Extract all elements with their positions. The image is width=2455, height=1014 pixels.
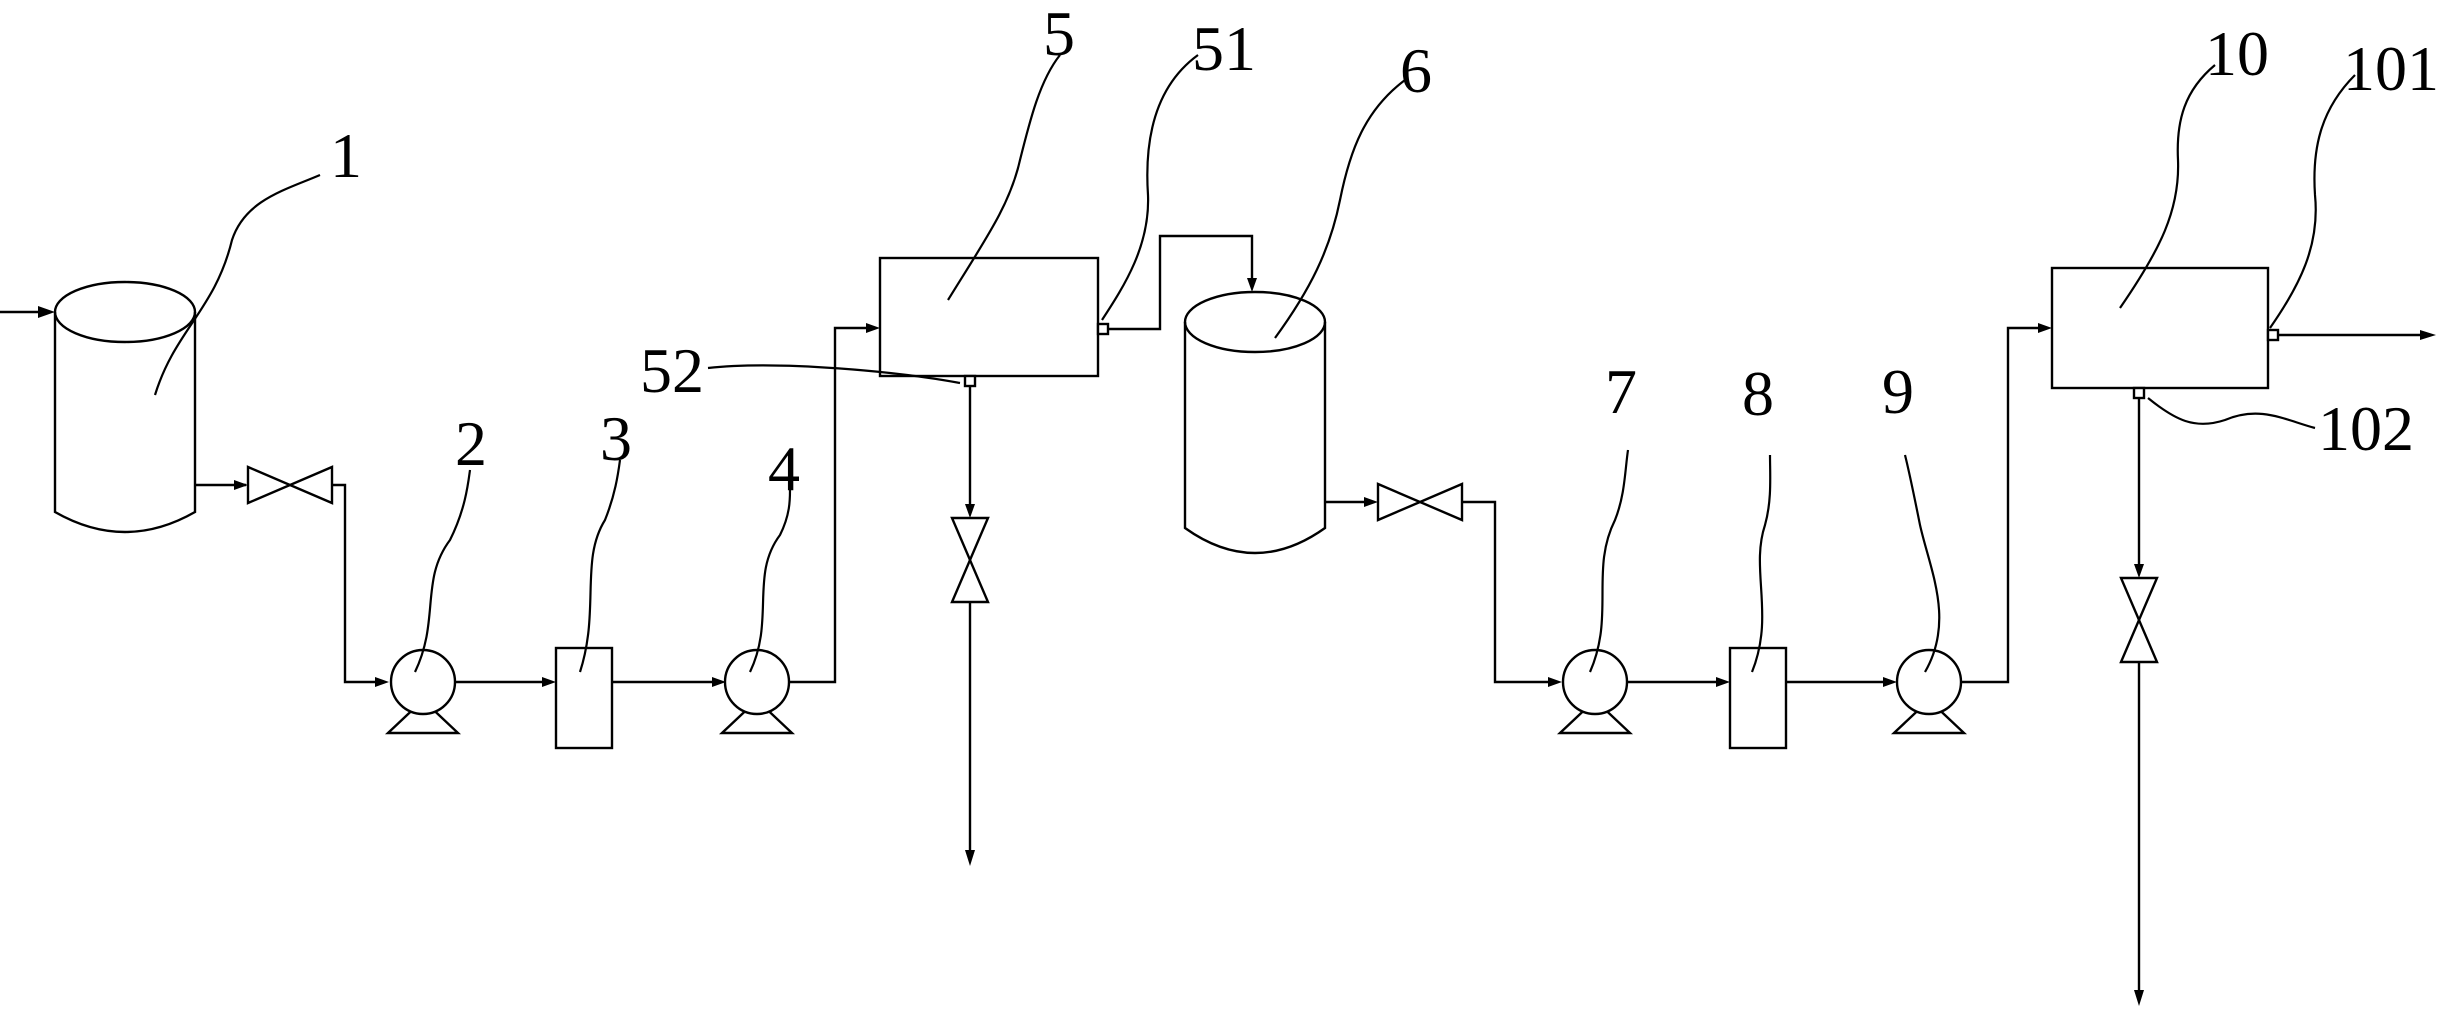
label-pump-4: 4 (768, 433, 800, 504)
leader-51 (1101, 54, 1199, 321)
outlet-port-102 (2132, 386, 2146, 400)
tank-1 (53, 280, 197, 534)
label-pump-7: 7 (1605, 356, 1637, 427)
leader-102 (2147, 397, 2316, 430)
label-unit-5: 5 (1043, 0, 1075, 69)
label-filter-8: 8 (1742, 358, 1774, 429)
valve-1 (246, 465, 334, 505)
pump-7 (1556, 648, 1634, 735)
label-outlet-51: 51 (1192, 13, 1256, 84)
outlet-port-52 (963, 374, 977, 388)
leader-4 (749, 489, 792, 673)
leader-6 (1274, 79, 1406, 339)
leader-1 (153, 173, 321, 396)
drain-valve-5 (950, 516, 990, 604)
leader-2 (414, 469, 472, 673)
leader-5 (947, 54, 1061, 301)
outlet-port-51 (1096, 322, 1110, 336)
valve-2 (1376, 482, 1464, 522)
leader-7 (1588, 449, 1630, 673)
leader-3 (578, 459, 622, 673)
leader-10 (2119, 64, 2216, 309)
filter-8 (1728, 646, 1788, 750)
inlet-arrow (0, 306, 55, 318)
label-tank-6: 6 (1400, 35, 1432, 106)
pipe-valve-pump2 (332, 483, 385, 684)
leader-101 (2269, 74, 2356, 329)
leader-8 (1750, 454, 1772, 673)
label-unit-10: 10 (2205, 18, 2269, 89)
label-pump-2: 2 (455, 408, 487, 479)
leader-9 (1903, 454, 1941, 673)
drain-valve-10 (2119, 576, 2159, 664)
unit-5 (878, 256, 1100, 378)
label-outlet-101: 101 (2343, 33, 2439, 104)
pump-4 (718, 648, 796, 735)
filter-3 (554, 646, 614, 750)
unit-10 (2050, 266, 2270, 390)
tank-6 (1183, 290, 1327, 555)
label-tank-1: 1 (330, 120, 362, 191)
pipe-arrow (234, 480, 248, 490)
label-outlet-102: 102 (2318, 393, 2414, 464)
outlet-port-101 (2266, 328, 2280, 342)
label-outlet-52: 52 (640, 335, 704, 406)
label-pump-9: 9 (1882, 356, 1914, 427)
label-filter-3: 3 (600, 403, 632, 474)
pump-2 (384, 648, 462, 735)
leader-52 (707, 364, 961, 385)
